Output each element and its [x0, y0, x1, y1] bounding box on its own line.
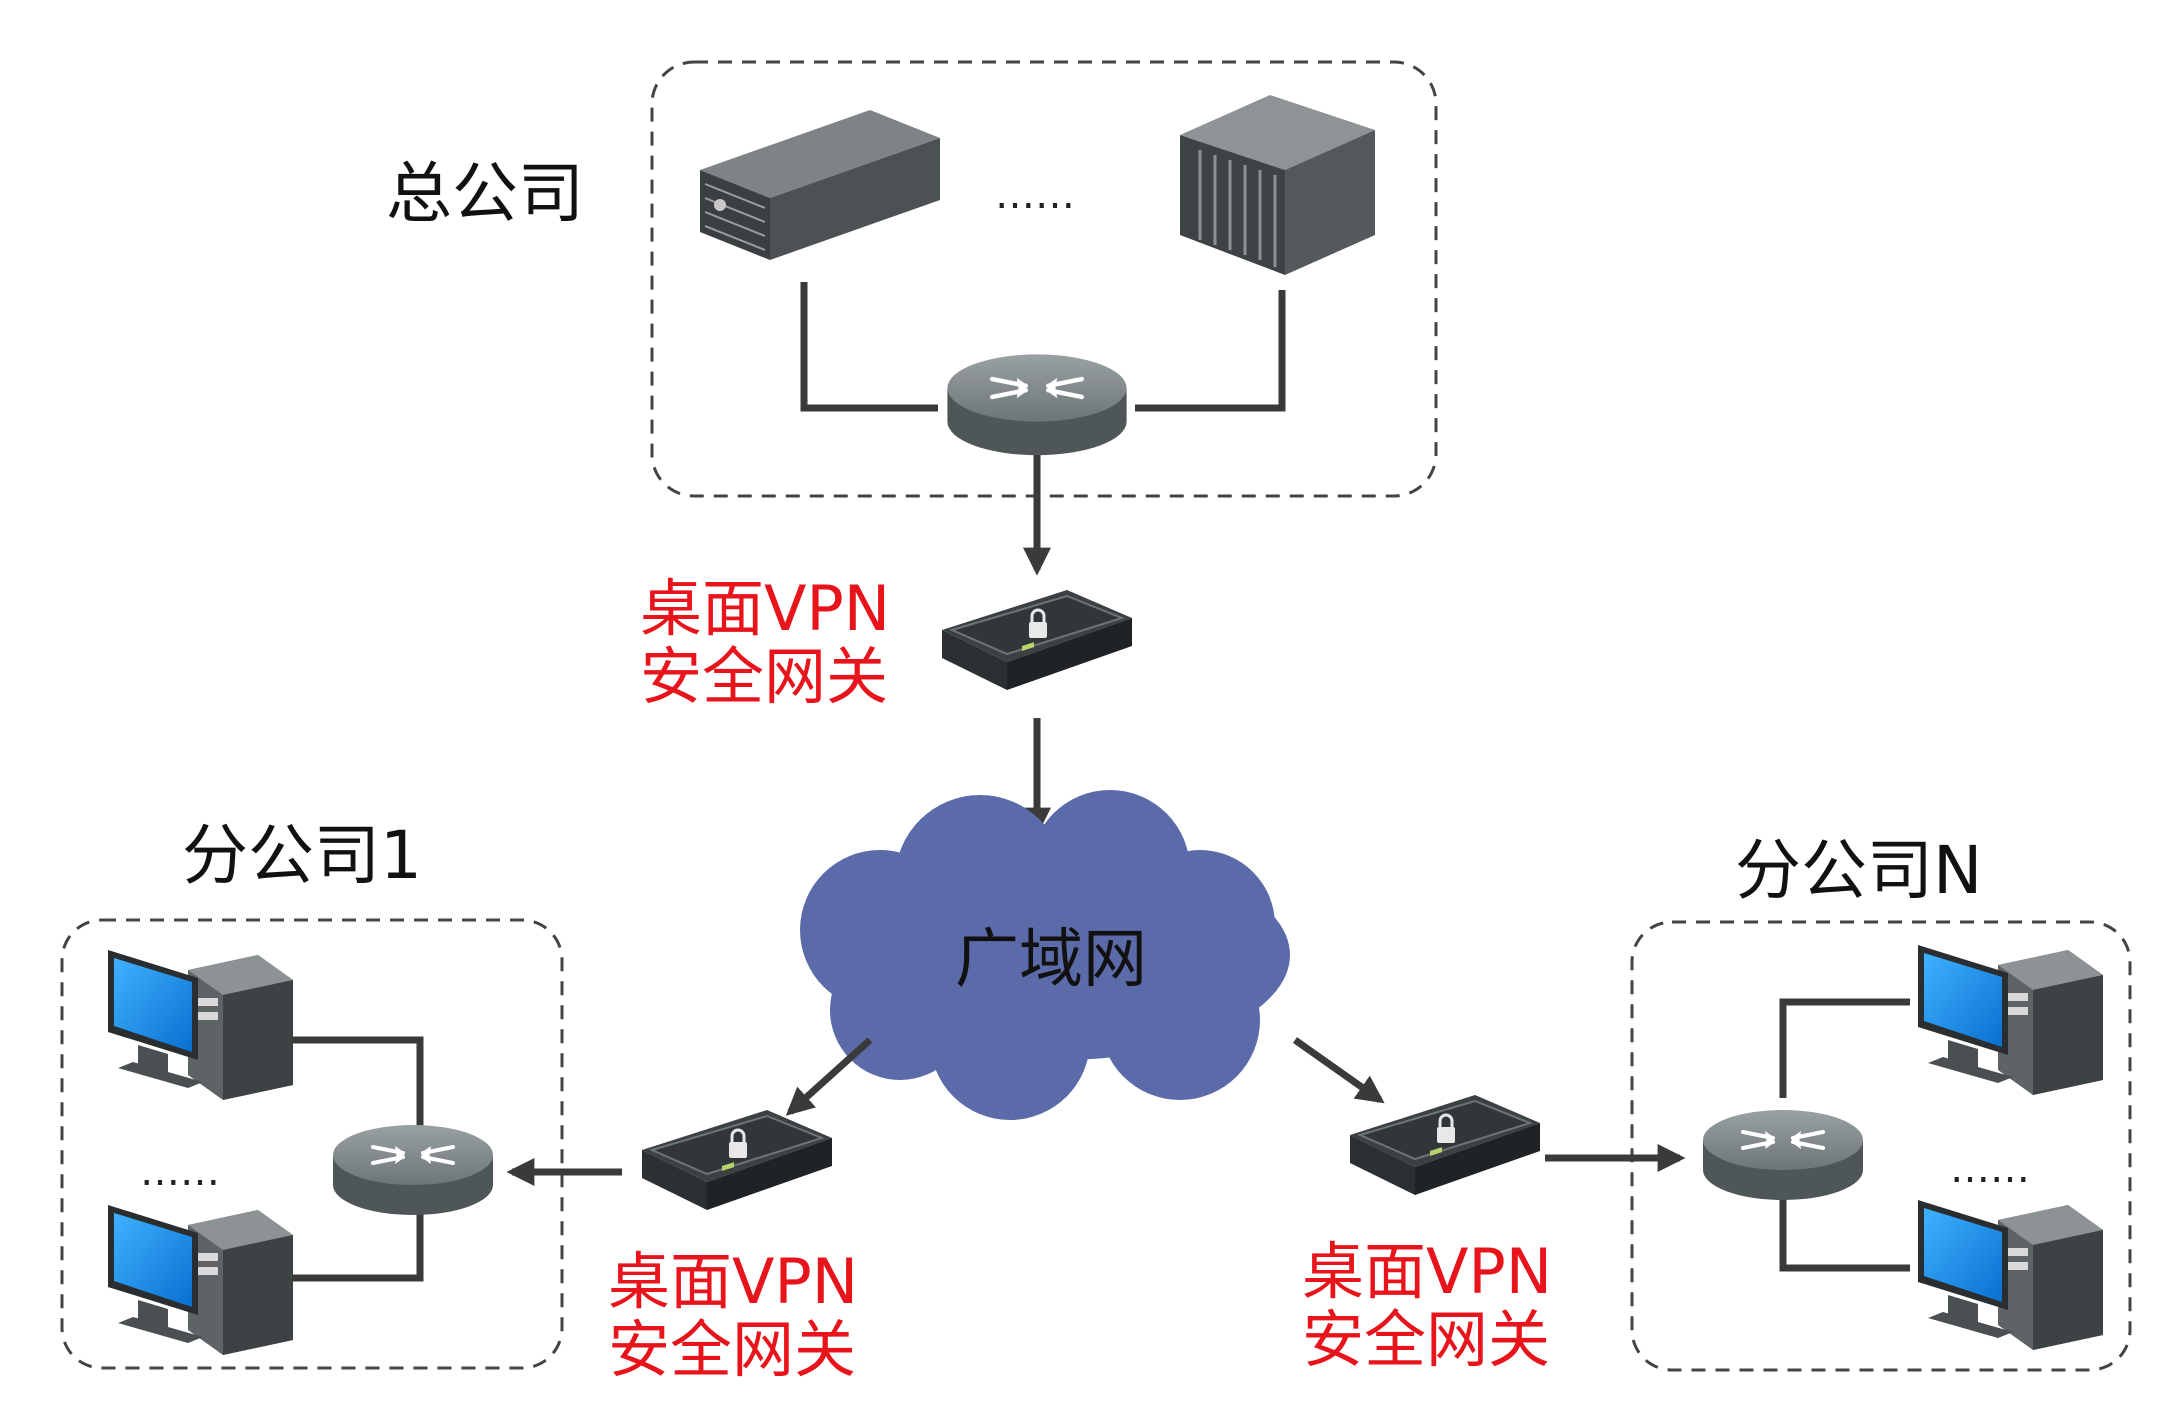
branch1-router-icon	[331, 1123, 495, 1217]
hq-ellipsis: ……	[995, 172, 1075, 218]
hq-label: 总公司	[386, 155, 584, 232]
hq-gateway-label-line1: 桌面VPN	[640, 572, 891, 645]
branchn-pc-1-icon	[1918, 945, 2103, 1095]
branchn-gateway-label: 桌面VPN 安全网关	[1302, 1235, 1553, 1377]
branch1-ellipsis: ……	[140, 1149, 220, 1195]
branch1-pc-1-icon	[108, 950, 293, 1100]
hq-gateway-icon	[940, 588, 1134, 692]
branch1-gateway-label-line1: 桌面VPN	[608, 1245, 859, 1318]
hq-gateway-label: 桌面VPN 安全网关	[640, 572, 891, 714]
branchn-gateway-label-line1: 桌面VPN	[1302, 1235, 1553, 1308]
hq-link-server1	[800, 282, 938, 412]
branchn-router-icon	[1701, 1108, 1865, 1202]
hq-region-border	[650, 60, 1438, 498]
wan-cloud-icon	[800, 790, 1290, 1120]
hq-gateway-label-line2: 安全网关	[640, 640, 889, 714]
hq-server-1-icon	[700, 110, 940, 260]
wan-to-branchn-gateway-arrow	[1292, 1037, 1385, 1104]
branch1-label: 分公司1	[182, 817, 422, 894]
branch1-gateway-label: 桌面VPN 安全网关	[608, 1245, 859, 1387]
hq-server-2-icon	[1180, 95, 1375, 275]
branch1-gateway-icon	[640, 1108, 834, 1212]
branchn-link-pc2	[1779, 1188, 1910, 1272]
wan-to-branch1-gateway-arrow	[785, 1037, 873, 1116]
branchn-label: 分公司N	[1735, 832, 1983, 909]
branchn-pc-2-icon	[1918, 1200, 2103, 1350]
branchn-ellipsis: ……	[1950, 1146, 2030, 1192]
branch1-pc-2-icon	[108, 1205, 293, 1355]
branch1-link-pc1	[292, 1036, 424, 1135]
branchn-gateway-label-line2: 安全网关	[1302, 1303, 1551, 1377]
branchn-link-pc1	[1779, 998, 1910, 1098]
branchn-gateway-icon	[1348, 1093, 1542, 1197]
branch1-link-pc2	[292, 1205, 424, 1282]
hq-link-server2	[1135, 290, 1286, 412]
hq-router-icon	[947, 354, 1126, 455]
branch1-gateway-label-line2: 安全网关	[608, 1313, 857, 1387]
wan-label: 广域网	[955, 923, 1147, 997]
